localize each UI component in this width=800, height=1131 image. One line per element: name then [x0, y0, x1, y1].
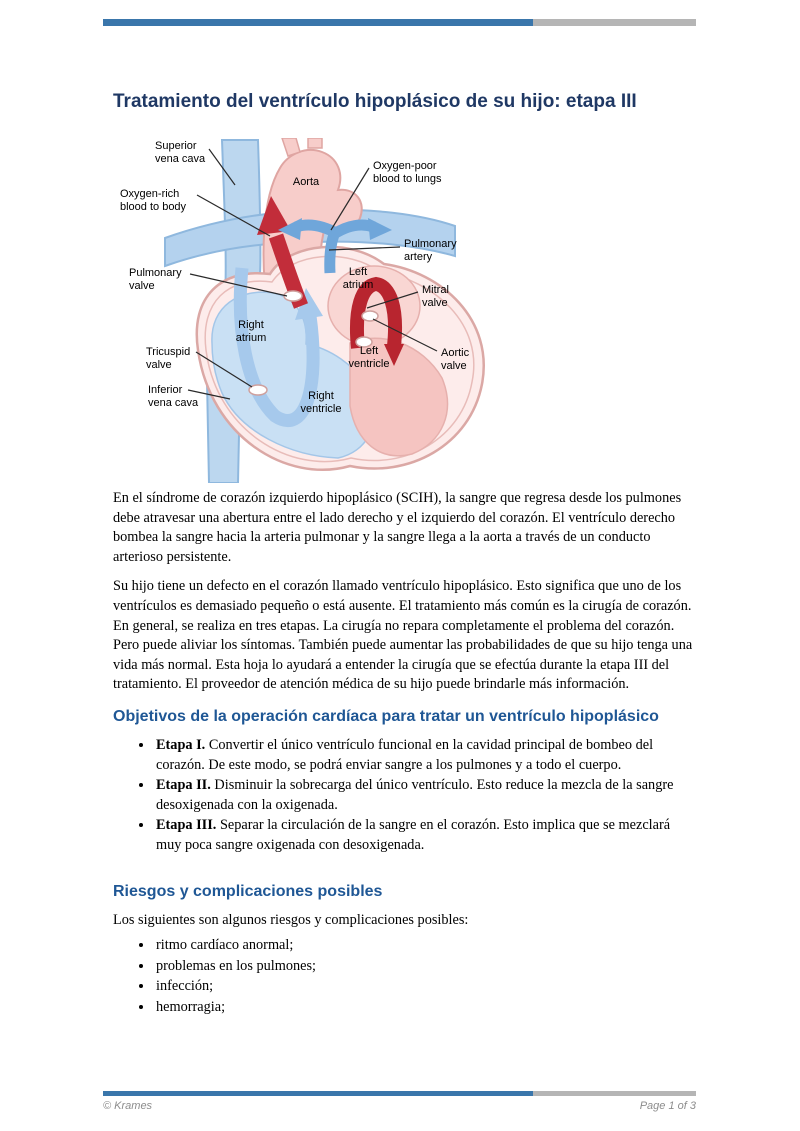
leader-line — [366, 291, 419, 309]
aorta-red-arrowhead — [257, 196, 291, 235]
section-intro: Los siguientes son algunos riesgos y com… — [113, 911, 469, 928]
aorta-branch-stub — [281, 138, 301, 157]
leader-line — [196, 194, 271, 237]
footer-copyright: © Krames — [103, 1100, 153, 1112]
oxygen-rich-flow-arrow — [350, 276, 402, 349]
leader-line — [328, 246, 401, 251]
bullet-list: ritmo cardíaco anormal;problemas en los … — [113, 936, 695, 1017]
top-accent-bar-gray-segment — [532, 19, 696, 26]
mitral-valve-shape — [355, 336, 373, 348]
diagram-label-aortic-valve: Aortic valve — [441, 347, 470, 372]
bullet-item: ritmo cardíaco anormal; — [154, 936, 695, 956]
section-heading: Riesgos y complicaciones posibles — [113, 882, 383, 900]
heart-inner-wall — [204, 255, 475, 463]
left-ventricle-shape — [349, 337, 449, 457]
to-lungs-arrowhead-right — [368, 218, 392, 240]
page-title: Tratamiento del ventrículo hipoplásico d… — [113, 91, 637, 112]
footer-page-number: Page 1 of 3 — [639, 1100, 696, 1112]
diagram-label-right-ventricle: Right ventricle — [300, 390, 342, 415]
leader-line — [372, 318, 438, 352]
leader-line — [187, 389, 231, 400]
leader-line — [330, 167, 370, 231]
diagram-label-aorta: Aorta — [292, 176, 320, 188]
diagram-label-oxygen-poor-blood-to-lungs: Oxygen-poor blood to lungs — [373, 160, 442, 185]
top-accent-bar-blue-segment — [103, 19, 533, 26]
bullet-list: Etapa I. Convertir el único ventrículo f… — [113, 736, 695, 856]
aortic-valve-shape — [361, 310, 379, 322]
bullet-item: Etapa II. Disminuir la sobrecarga del ún… — [154, 776, 695, 815]
footer-accent-bar — [103, 1091, 696, 1096]
bullet-item: Etapa I. Convertir el único ventrículo f… — [154, 736, 695, 775]
leader-line — [195, 351, 253, 388]
leader-line — [208, 148, 236, 186]
top-accent-bar — [103, 19, 696, 26]
to-lungs-arrowhead-left — [278, 218, 302, 240]
paragraph: Su hijo tiene un defecto en el corazón l… — [113, 578, 693, 693]
bullet-item: infección; — [154, 977, 695, 997]
tricuspid-valve-shape — [248, 384, 268, 396]
diagram-label-mitral-valve: Mitral valve — [422, 284, 449, 309]
oxygen-poor-flow-arrow — [233, 267, 320, 427]
diagram-label-tricuspid-valve: Tricuspid valve — [146, 346, 191, 371]
diagram-label-pulmonary-artery: Pulmonary artery — [404, 238, 457, 263]
oxygen-poor-flow-arrowhead — [295, 288, 323, 320]
paragraphs: En el síndrome de corazón izquierdo hipo… — [113, 489, 695, 695]
section-heading: Objetivos de la operación cardíaca para … — [113, 707, 659, 725]
diagram-label-right-atrium: Right atrium — [235, 319, 267, 344]
diagram-label-pulmonary-valve: Pulmonary valve — [129, 267, 182, 292]
content: En el síndrome de corazón izquierdo hipo… — [113, 489, 695, 1025]
leader-line — [189, 273, 288, 297]
paragraph: En el síndrome de corazón izquierdo hipo… — [113, 490, 682, 565]
diagram-label-inferior-vena-cava: Inferior vena cava — [148, 384, 199, 409]
oxygen-rich-flow-arrowhead — [384, 344, 404, 366]
footer-accent-bar-blue-segment — [103, 1091, 533, 1096]
section: Objetivos de la operación cardíaca para … — [113, 705, 695, 856]
footer: © Krames Page 1 of 3 — [103, 1091, 696, 1112]
diagram-label-superior-vena-cava: Superior vena cava — [155, 140, 206, 165]
pulmonary-valve-shape — [283, 290, 303, 302]
bullet-item: problemas en los pulmones; — [154, 957, 695, 977]
heart-illustration — [164, 138, 485, 483]
bullet-item: Etapa III. Separar la circulación de la … — [154, 816, 695, 855]
diagram-label-oxygen-rich-blood-to-body: Oxygen-rich blood to body — [120, 188, 187, 213]
leader-lines — [187, 148, 438, 400]
footer-row: © Krames Page 1 of 3 — [103, 1100, 696, 1112]
sections: Objetivos de la operación cardíaca para … — [113, 705, 695, 1018]
bullet-item: hemorragia; — [154, 998, 695, 1018]
diagram-label-left-ventricle: Left ventricle — [348, 345, 390, 370]
diagram-label-left-atrium: Left atrium — [342, 266, 374, 291]
aorta-branch-stub — [307, 138, 323, 149]
footer-accent-bar-gray-segment — [532, 1091, 696, 1096]
